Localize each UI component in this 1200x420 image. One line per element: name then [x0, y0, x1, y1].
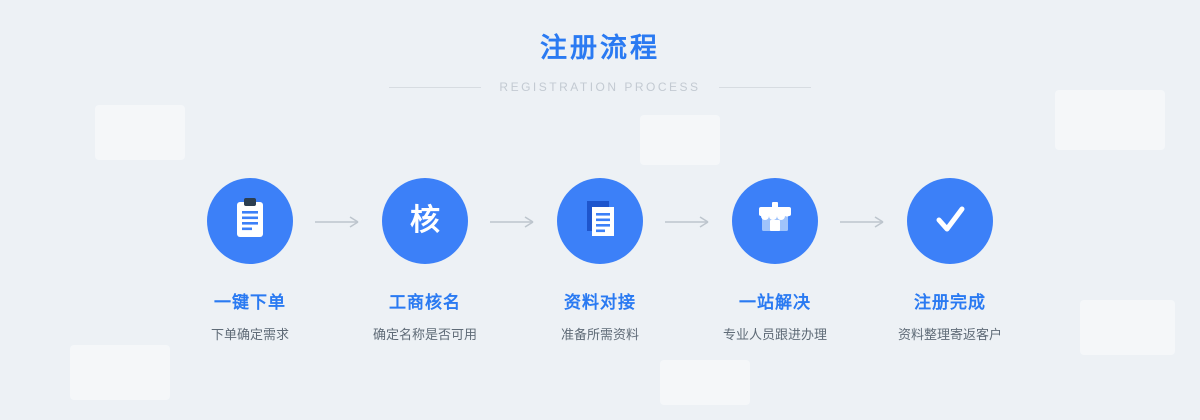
- step-title: 资料对接: [564, 293, 636, 312]
- step-name-check: 核 工商核名 确定名称是否可用: [360, 178, 490, 343]
- store-icon: [753, 199, 797, 244]
- step-title: 工商核名: [389, 293, 461, 312]
- step-circle: [557, 178, 643, 264]
- background-decoration: [640, 115, 720, 165]
- step-description: 专业人员跟进办理: [722, 327, 827, 342]
- step-description: 确定名称是否可用: [372, 327, 477, 342]
- step-description: 资料整理寄返客户: [897, 327, 1002, 342]
- background-decoration: [660, 360, 750, 405]
- header: 注册流程 REGISTRATION PROCESS: [0, 0, 1200, 94]
- step-title: 一站解决: [739, 293, 811, 312]
- step-circle: 核: [382, 178, 468, 264]
- step-order: 一键下单 下单确定需求: [185, 178, 315, 343]
- subtitle-divider-left: [389, 86, 482, 88]
- name-check-icon: 核: [410, 204, 440, 237]
- step-title: 一键下单: [214, 293, 286, 312]
- background-decoration: [70, 345, 170, 400]
- step-circle: [907, 178, 993, 264]
- step-one-stop: 一站解决 专业人员跟进办理: [710, 178, 840, 343]
- background-decoration: [95, 105, 185, 160]
- subtitle-row: REGISTRATION PROCESS: [0, 80, 1200, 94]
- step-complete: 注册完成 资料整理寄返客户: [885, 178, 1015, 343]
- step-description: 准备所需资料: [560, 327, 639, 342]
- step-materials: 资料对接 准备所需资料: [535, 178, 665, 343]
- process-steps: 一键下单 下单确定需求 核 工商核名 确定名称是否可用: [0, 178, 1200, 343]
- background-decoration: [1055, 90, 1165, 150]
- subtitle-divider-right: [718, 86, 811, 88]
- page-title: 注册流程: [540, 33, 660, 63]
- documents-icon: [579, 197, 621, 246]
- arrow-right-icon: [665, 215, 710, 229]
- arrow-right-icon: [315, 215, 360, 229]
- check-icon: [929, 198, 971, 245]
- step-circle: [207, 178, 293, 264]
- step-circle: [732, 178, 818, 264]
- step-description: 下单确定需求: [210, 327, 289, 342]
- clipboard-icon: [230, 197, 270, 246]
- arrow-right-icon: [490, 215, 535, 229]
- step-title: 注册完成: [914, 293, 986, 312]
- arrow-right-icon: [840, 215, 885, 229]
- page-subtitle: REGISTRATION PROCESS: [499, 80, 701, 94]
